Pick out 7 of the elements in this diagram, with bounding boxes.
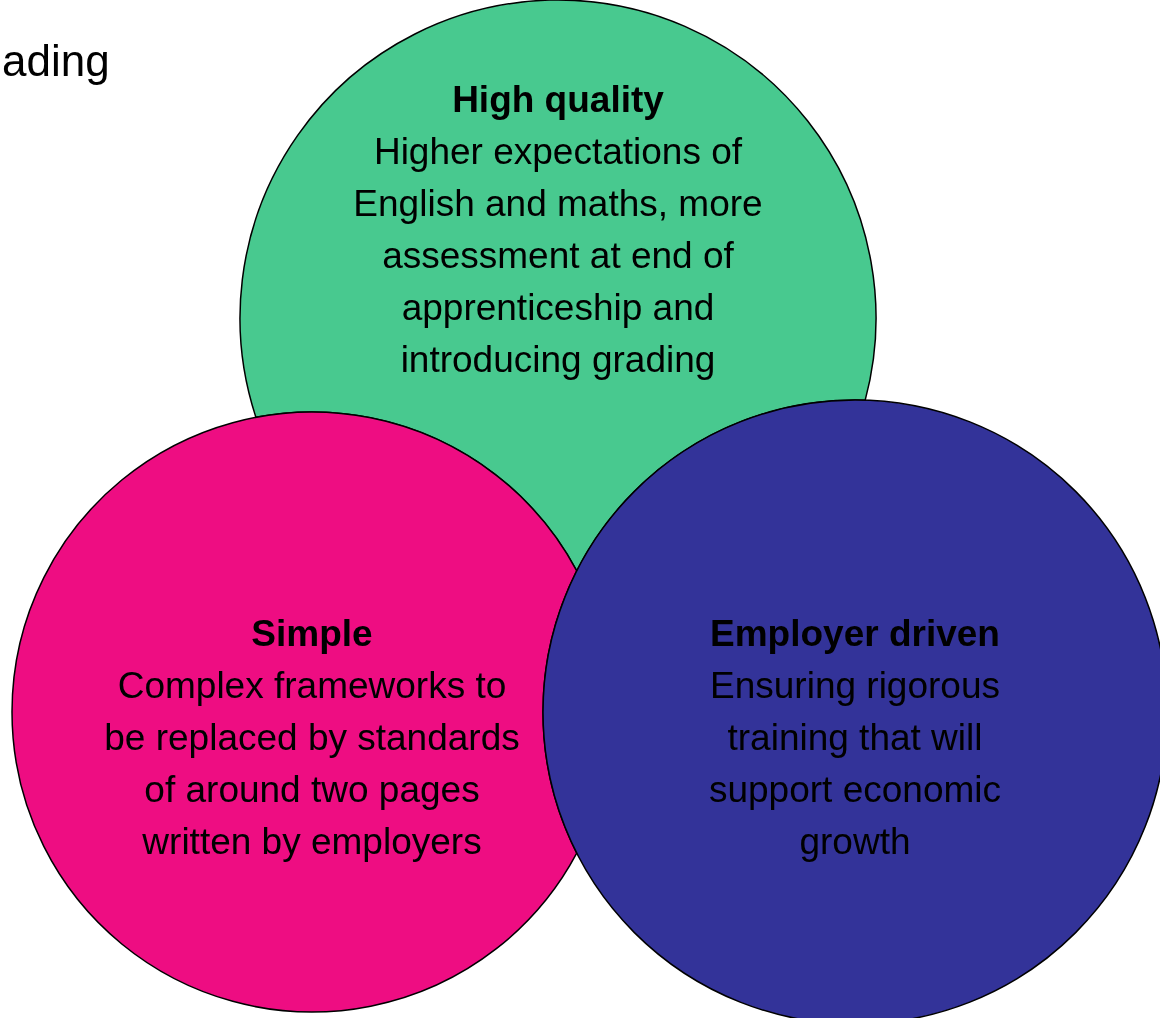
circle-heading: High quality xyxy=(452,78,664,122)
circle-heading: Employer driven xyxy=(710,612,1000,656)
heading-text: ading xyxy=(2,36,110,86)
circle-heading: Simple xyxy=(251,612,373,656)
circle-text: Ensuring rigorous training that will support economic growth xyxy=(707,664,1002,864)
circle-text: Complex frameworks to be replaced by standards of around two pages written by employers xyxy=(103,664,521,864)
circle-text: Higher expectations of English and maths, more assessment at end of apprenticeship and introducing grading xyxy=(352,130,764,382)
